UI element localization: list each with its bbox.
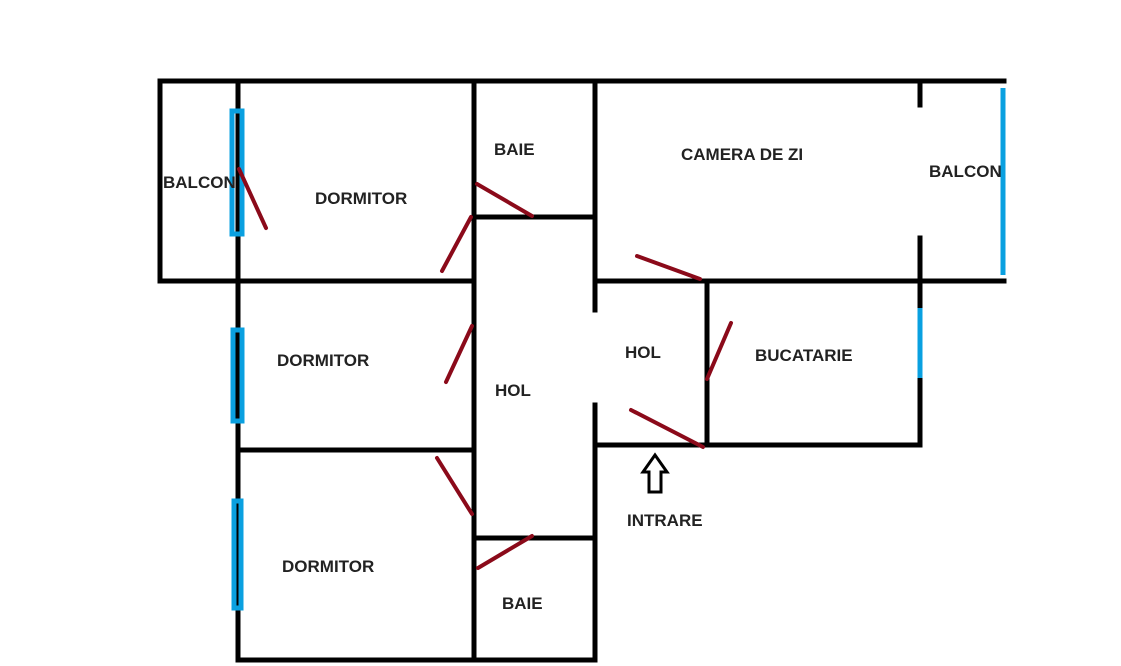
- label-balcony-left: BALCON: [163, 173, 236, 192]
- entrance-arrow-icon: [640, 452, 670, 494]
- label-hall-main: HOL: [495, 381, 531, 400]
- door: [440, 215, 473, 273]
- label-bathroom-top: BAIE: [494, 140, 535, 159]
- windows: [229, 88, 1006, 611]
- window-bedroom-bottom: [231, 498, 244, 611]
- door: [444, 324, 474, 384]
- door: [705, 321, 733, 381]
- label-bedroom-top: DORMITOR: [315, 189, 407, 208]
- label-bathroom-bottom: BAIE: [502, 594, 543, 613]
- doors: [237, 167, 733, 570]
- door: [237, 167, 268, 230]
- label-balcony-right: BALCON: [929, 162, 1002, 181]
- label-bedroom-middle: DORMITOR: [277, 351, 369, 370]
- door: [635, 254, 702, 281]
- door: [629, 408, 705, 449]
- label-kitchen: BUCATARIE: [755, 346, 853, 365]
- label-living-room: CAMERA DE ZI: [681, 145, 803, 164]
- label-hall-small: HOL: [625, 343, 661, 362]
- walls: [157, 78, 1007, 663]
- label-entrance: INTRARE: [627, 511, 703, 530]
- labels: BALCON DORMITOR BAIE CAMERA DE ZI BALCON…: [163, 140, 1002, 613]
- door: [475, 182, 534, 218]
- door: [476, 534, 534, 570]
- window-bedroom-middle: [230, 327, 245, 424]
- label-bedroom-bottom: DORMITOR: [282, 557, 374, 576]
- door: [435, 456, 474, 516]
